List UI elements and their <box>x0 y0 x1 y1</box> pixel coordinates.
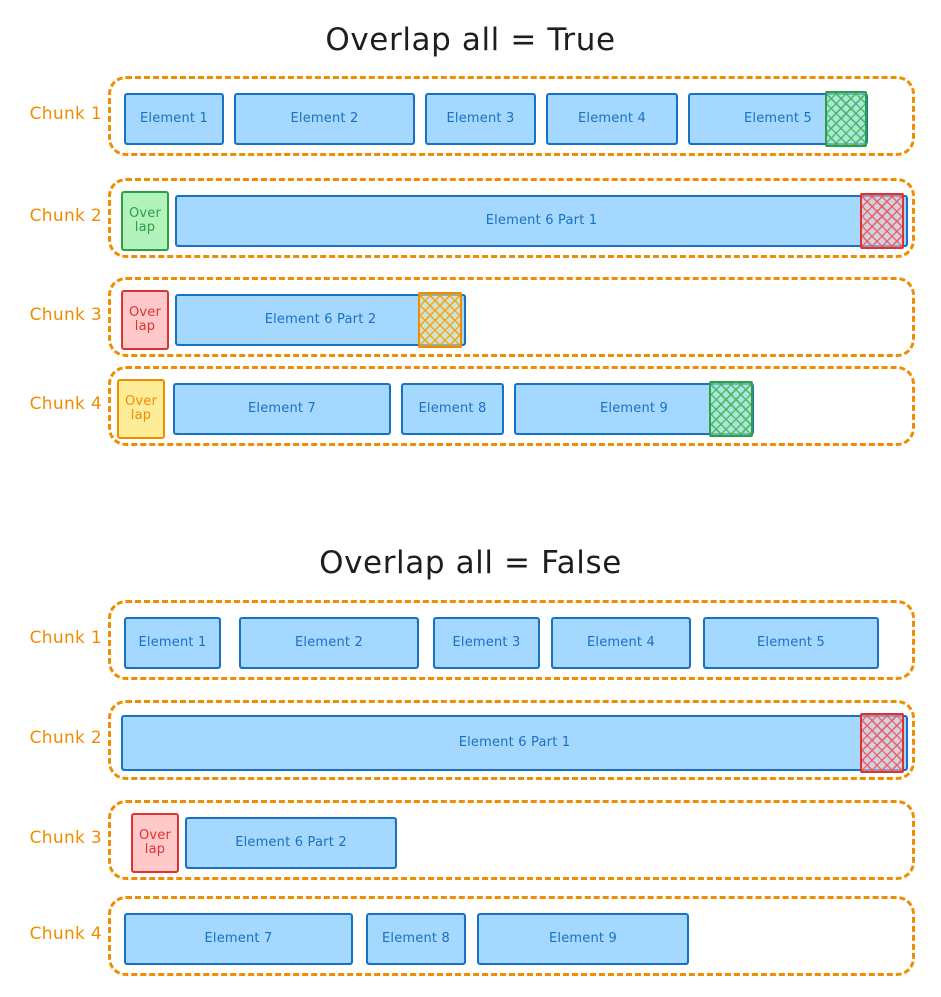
chunk-container: Element 1 Element 2 Element 3 Element 4 … <box>108 600 915 680</box>
chunk-row: Chunk 2 Over lap Element 6 Part 1 <box>0 178 941 258</box>
element-block[interactable]: Element 3 <box>425 93 536 145</box>
chunk-row: Chunk 1 Element 1 Element 2 Element 3 El… <box>0 600 941 680</box>
overlap-marker-red-icon <box>860 713 904 773</box>
overlap-block-green[interactable]: Over lap <box>121 191 169 251</box>
chunk-row: Chunk 4 Element 7 Element 8 Element 9 <box>0 896 941 976</box>
element-block[interactable]: Element 1 <box>124 93 224 145</box>
element-block[interactable]: Element 9 <box>477 913 689 965</box>
chunk-label: Chunk 2 <box>29 728 102 748</box>
chunk-label: Chunk 3 <box>29 305 102 325</box>
chunk-row: Chunk 1 Element 1 Element 2 Element 3 El… <box>0 76 941 156</box>
element-block[interactable]: Element 1 <box>124 617 221 669</box>
element-block[interactable]: Element 8 <box>366 913 466 965</box>
diagram-title: Overlap all = True <box>325 22 616 58</box>
chunk-container: Over lap Element 6 Part 2 <box>108 277 915 357</box>
chunk-label: Chunk 2 <box>29 206 102 226</box>
chunk-label: Chunk 3 <box>29 828 102 848</box>
element-block[interactable]: Element 3 <box>433 617 540 669</box>
chunk-container: Over lap Element 7 Element 8 Element 9 <box>108 366 915 446</box>
element-block[interactable]: Element 2 <box>239 617 419 669</box>
overlap-marker-red-icon <box>860 193 904 249</box>
chunk-row: Chunk 3 Over lap Element 6 Part 2 <box>0 277 941 357</box>
element-block[interactable]: Element 6 Part 1 <box>175 195 908 247</box>
overlap-block-red[interactable]: Over lap <box>131 813 179 873</box>
chunk-container: Over lap Element 6 Part 2 <box>108 800 915 880</box>
diagram-overlap-all-true: Overlap all = True Chunk 1 Element 1 Ele… <box>0 22 941 446</box>
chunk-label: Chunk 1 <box>29 104 102 124</box>
chunk-container: Element 6 Part 1 <box>108 700 915 780</box>
diagram-title: Overlap all = False <box>319 545 622 581</box>
element-block[interactable]: Element 6 Part 2 <box>175 294 466 346</box>
element-block[interactable]: Element 7 <box>124 913 353 965</box>
diagram-overlap-all-false: Overlap all = False Chunk 1 Element 1 El… <box>0 520 941 997</box>
chunk-container: Element 7 Element 8 Element 9 <box>108 896 915 976</box>
overlap-marker-amber-icon <box>418 292 462 348</box>
overlap-block-amber[interactable]: Over lap <box>117 379 165 439</box>
chunk-row: Chunk 4 Over lap Element 7 Element 8 Ele… <box>0 366 941 446</box>
overlap-marker-green-icon <box>709 381 753 437</box>
chunk-row: Chunk 2 Element 6 Part 1 <box>0 700 941 780</box>
element-block[interactable]: Element 4 <box>546 93 678 145</box>
element-block[interactable]: Element 7 <box>173 383 391 435</box>
chunk-row: Chunk 3 Over lap Element 6 Part 2 <box>0 800 941 880</box>
chunk-container: Element 1 Element 2 Element 3 Element 4 … <box>108 76 915 156</box>
chunk-label: Chunk 4 <box>29 394 102 414</box>
element-block[interactable]: Element 6 Part 2 <box>185 817 397 869</box>
chunk-container: Over lap Element 6 Part 1 <box>108 178 915 258</box>
element-block[interactable]: Element 4 <box>551 617 691 669</box>
element-block[interactable]: Element 5 <box>703 617 879 669</box>
chunk-label: Chunk 1 <box>29 628 102 648</box>
element-block[interactable]: Element 6 Part 1 <box>121 715 908 771</box>
overlap-marker-green-icon <box>825 91 867 147</box>
element-block[interactable]: Element 8 <box>401 383 504 435</box>
overlap-block-red[interactable]: Over lap <box>121 290 169 350</box>
element-block[interactable]: Element 2 <box>234 93 415 145</box>
chunk-label: Chunk 4 <box>29 924 102 944</box>
